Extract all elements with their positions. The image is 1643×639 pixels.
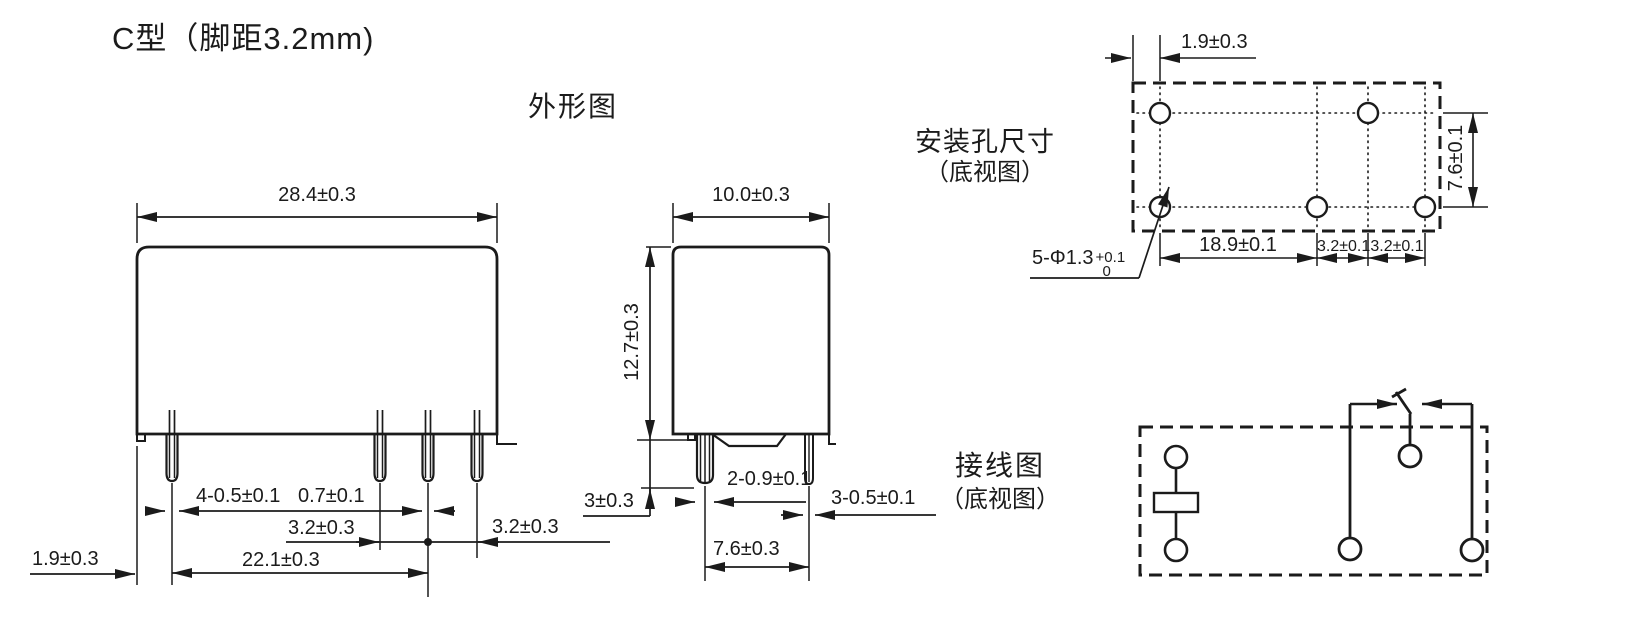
dim-side-pin-thickness-wide: 2-0.9±0.1 <box>727 468 812 490</box>
dim-line-row-pitch <box>1443 112 1488 208</box>
coil-symbol <box>1152 444 1200 563</box>
dim-front-pin-span: 22.1±0.3 <box>242 549 320 571</box>
contact-symbol <box>1337 387 1485 563</box>
hole-callout-leader <box>1030 186 1170 279</box>
dim-line-pin-length <box>583 440 694 517</box>
dim-line-pin-pitch <box>286 537 610 547</box>
movable-contact-blade <box>1394 391 1413 415</box>
pin <box>421 410 435 483</box>
dim-side-width: 10.0±0.3 <box>712 184 790 206</box>
mounting-holes <box>1148 101 1437 219</box>
mounting-hole <box>1413 195 1437 219</box>
pin <box>470 410 484 483</box>
front-pins <box>165 410 484 483</box>
pin <box>165 410 179 483</box>
common-terminal <box>1397 443 1423 469</box>
dim-mount-edge-to-hole: 1.9±0.3 <box>1181 31 1248 53</box>
coil-body <box>1152 491 1200 514</box>
wiring-view-label: 接线图 <box>954 450 1045 481</box>
outline-view-label: 外形图 <box>528 91 619 122</box>
mounting-hole <box>1148 101 1172 125</box>
wiring-outline-dashed <box>1138 425 1489 577</box>
dim-front-width: 28.4±0.3 <box>278 184 356 206</box>
wiring-view-sublabel: （底视图） <box>940 486 1060 513</box>
contact-terminal <box>1337 536 1363 562</box>
dim-side-pin-length: 3±0.3 <box>584 490 634 512</box>
dim-front-pitch-right: 3.2±0.3 <box>492 516 559 538</box>
dim-front-edge-offset: 1.9±0.3 <box>32 548 99 570</box>
dim-line-edge-to-hole <box>1105 35 1256 81</box>
dim-mount-hole-pitch-2: 3.2±0.1 <box>1370 238 1424 255</box>
mounting-hole <box>1305 195 1329 219</box>
dim-mount-hole-span: 18.9±0.1 <box>1199 234 1277 256</box>
dim-front-pin-width-all: 4-0.5±0.1 <box>196 485 281 507</box>
dim-side-height: 12.7±0.3 <box>621 303 643 381</box>
side-pin-wide <box>695 434 715 485</box>
front-view <box>30 203 610 597</box>
contact-terminal <box>1459 537 1485 563</box>
dim-side-pin-pitch: 7.6±0.3 <box>713 538 780 560</box>
dim-front-pin-width-flat: 0.7±0.1 <box>298 485 365 507</box>
page-title: C型（脚距3.2mm) <box>112 21 375 56</box>
pin <box>373 410 387 483</box>
coil-terminal <box>1163 537 1189 563</box>
dim-side-pin-thickness-thin: 3-0.5±0.1 <box>831 487 916 509</box>
mounting-view-sublabel: （底视图） <box>925 159 1045 186</box>
side-case-outline <box>671 245 831 436</box>
dim-mount-row-pitch: 7.6±0.1 <box>1445 124 1467 192</box>
dim-front-pitch-left: 3.2±0.3 <box>288 517 355 539</box>
side-view <box>583 203 936 581</box>
mounting-hole <box>1356 101 1380 125</box>
hole-center-lines <box>1136 86 1437 229</box>
coil-terminal <box>1163 444 1189 470</box>
wiring-diagram <box>1138 387 1489 577</box>
mounting-view-label: 安装孔尺寸 <box>915 127 1055 157</box>
side-pin-thin <box>804 434 814 486</box>
front-case-outline <box>135 245 499 436</box>
mounting-hole-view <box>1030 35 1488 279</box>
dim-mount-hole-pitch-1: 3.2±0.1 <box>1317 238 1371 255</box>
mounting-outline-dashed <box>1131 81 1442 233</box>
